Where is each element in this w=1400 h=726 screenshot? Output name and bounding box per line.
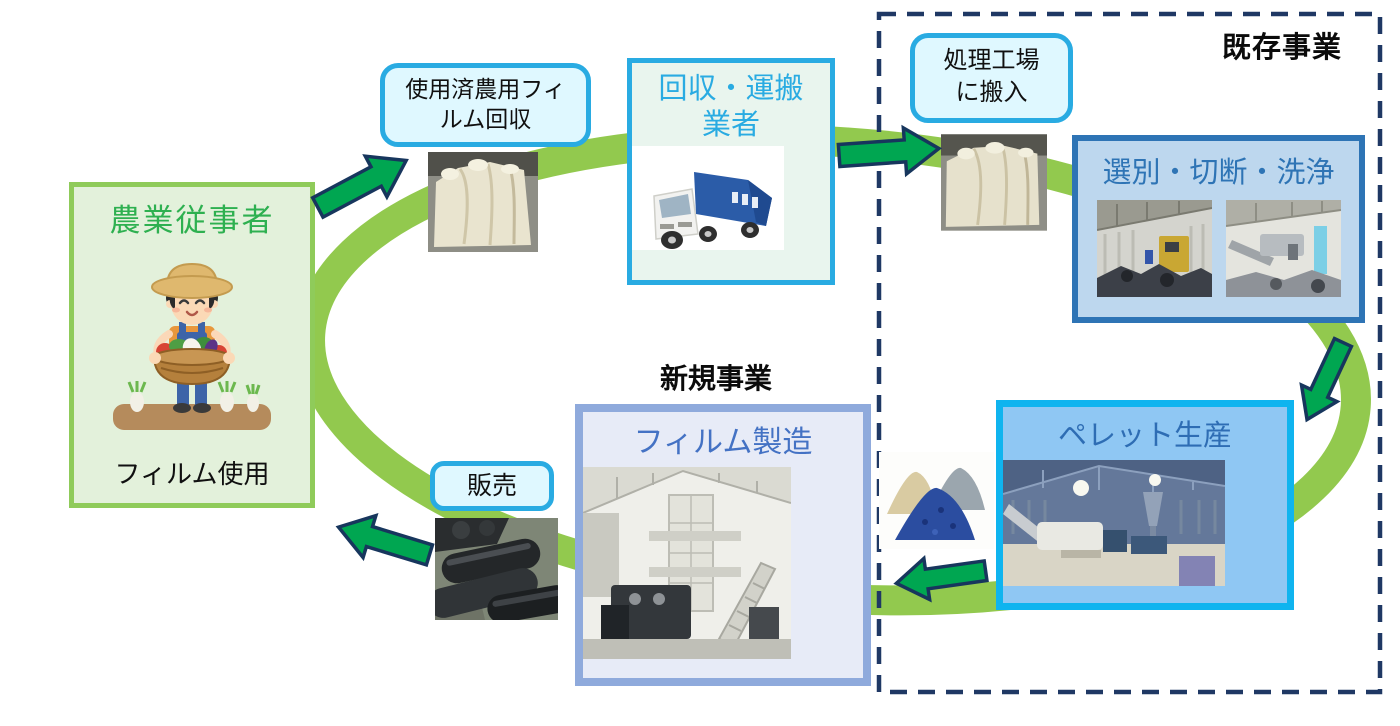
pellet-plant-photo (1003, 460, 1225, 586)
sorting-factory-photo-2 (1225, 200, 1341, 297)
transport-company-node: 回収・運搬 業者 (627, 58, 835, 285)
film-collection-label: 使用済農用フィ ルム回収 (380, 63, 591, 147)
film-manufacturing-node: フィルム製造 (575, 404, 871, 686)
plastic-pellets-photo (879, 452, 994, 549)
farmer-caption: フィルム使用 (114, 460, 270, 489)
pellet-production-node: ペレット生産 (996, 400, 1294, 610)
farmer-node: 農業従事者 (69, 182, 315, 508)
transport-title: 回収・運搬 業者 (658, 73, 804, 142)
arrow-sales-to-farmer (332, 506, 436, 576)
sales-label: 販売 (430, 461, 554, 511)
arrow-farmer-to-collection (307, 140, 417, 228)
arrow-sorting-to-pellet (1289, 334, 1360, 428)
film-machine-photo (583, 467, 791, 659)
black-film-rolls-photo (435, 518, 558, 620)
farmer-title: 農業従事者 (109, 203, 275, 238)
film-bale-photo-2 (941, 134, 1047, 231)
film-bale-photo-1 (428, 152, 538, 252)
arrow-pellet-to-film-mfg (894, 550, 989, 604)
plant-delivery-label: 処理工場 に搬入 (910, 33, 1073, 123)
film-mfg-title: フィルム製造 (633, 426, 813, 459)
existing-business-label: 既存事業 (1222, 32, 1343, 64)
new-business-label: 新規事業 (659, 363, 772, 394)
sorting-title: 選別・切断・洗浄 (1102, 157, 1335, 189)
garbage-truck-photo (632, 145, 784, 250)
sorting-factory-photo-1 (1096, 200, 1212, 297)
sorting-node: 選別・切断・洗浄 (1072, 135, 1365, 323)
arrow-transport-to-plant (838, 126, 941, 179)
pellet-title: ペレット生産 (1057, 420, 1232, 452)
farmer-illustration (113, 262, 271, 430)
